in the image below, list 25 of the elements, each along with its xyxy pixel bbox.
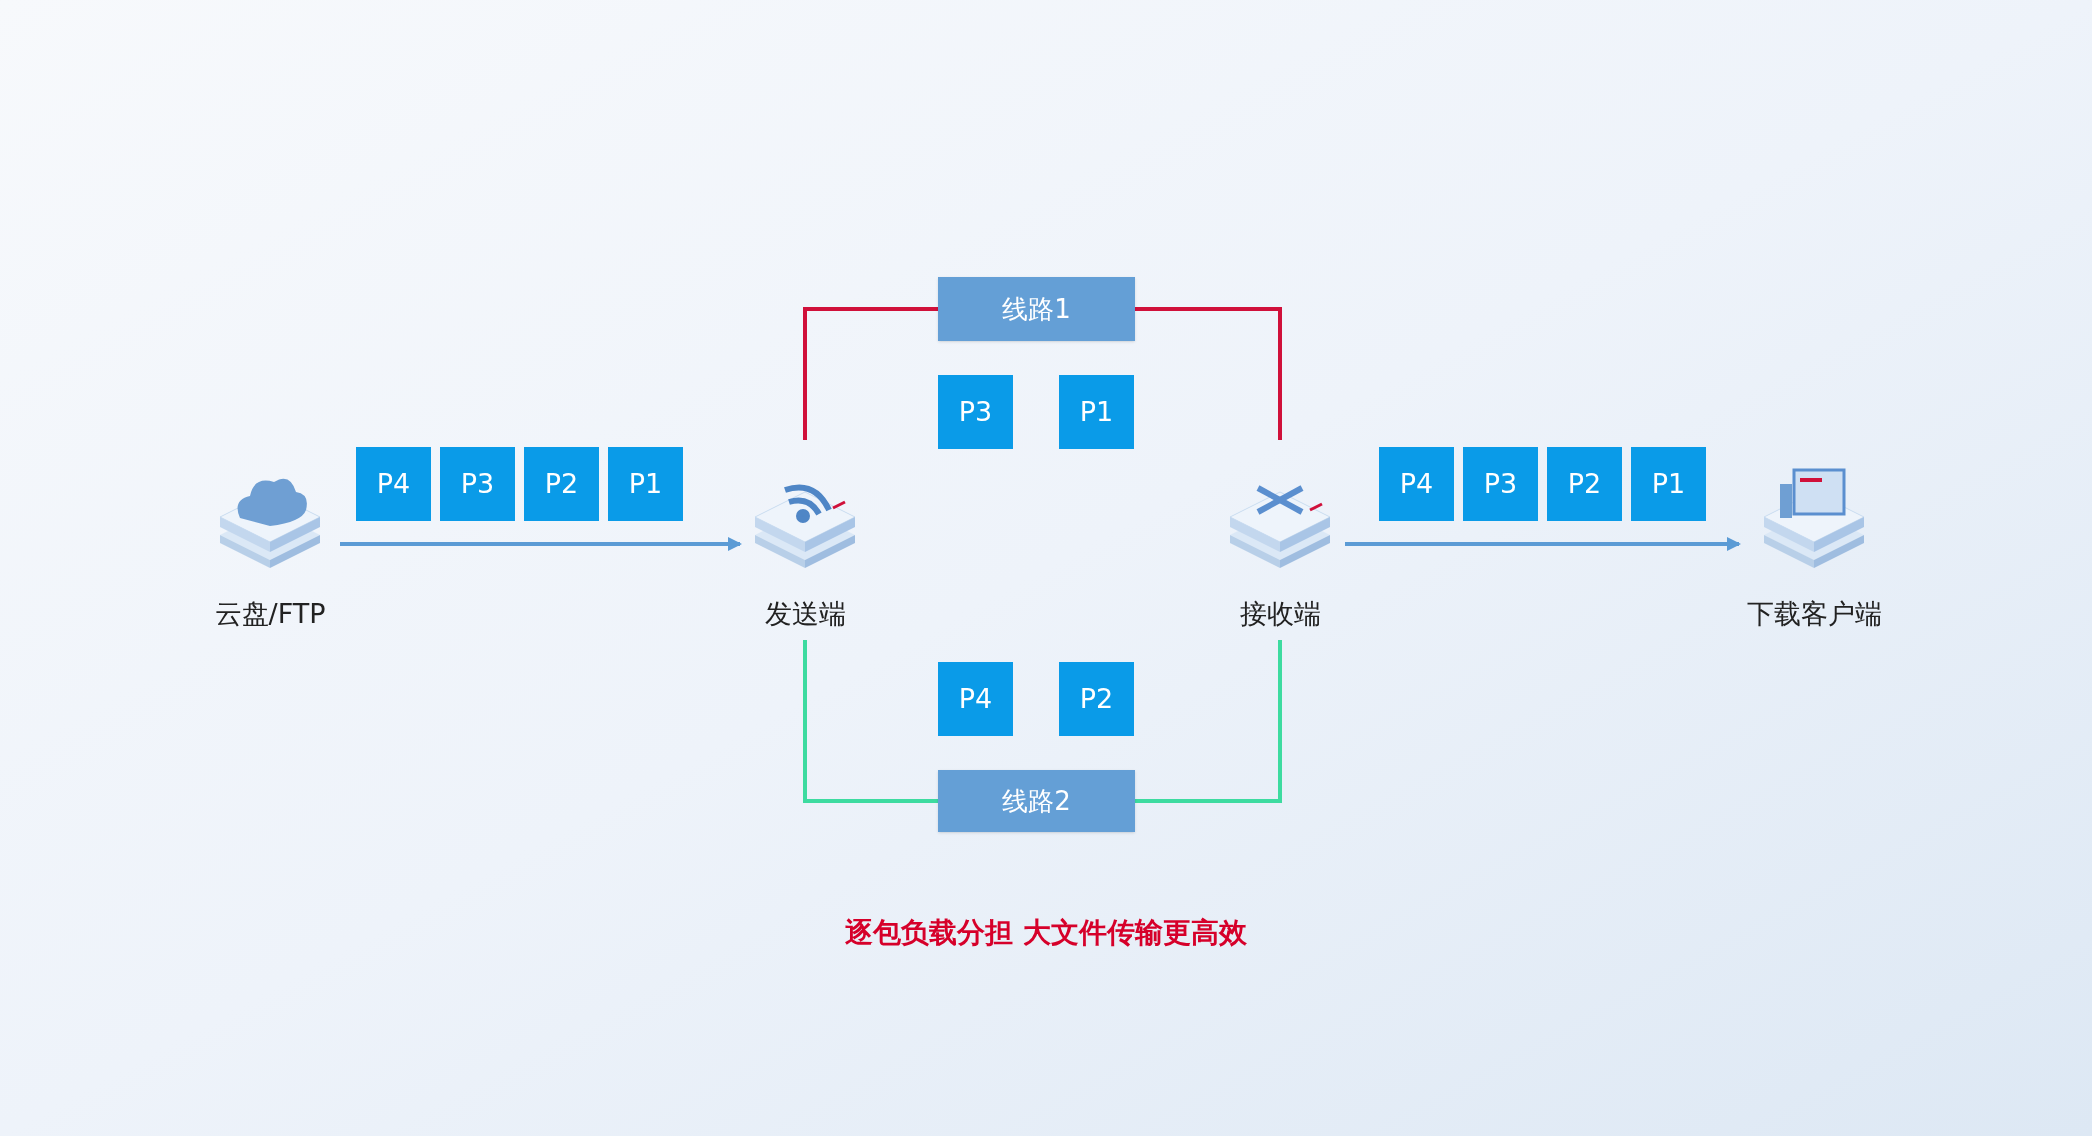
node-label: 云盘/FTP <box>214 597 326 631</box>
packet-block: P1 <box>1059 375 1134 449</box>
connector-line <box>1135 307 1282 440</box>
packet-block: P2 <box>1059 662 1134 736</box>
packet-block: P4 <box>1379 447 1454 521</box>
packet-block: P4 <box>356 447 431 521</box>
packet-block: P1 <box>1631 447 1706 521</box>
packet-block: P1 <box>608 447 683 521</box>
packet-block: P3 <box>1463 447 1538 521</box>
connector-line <box>803 640 938 803</box>
route-label-box: 线路1 <box>938 277 1135 341</box>
node-label: 下载客户端 <box>1746 597 1882 631</box>
packet-block: P3 <box>938 375 1013 449</box>
packet-block: P3 <box>440 447 515 521</box>
node-label: 接收端 <box>1239 597 1321 631</box>
connector-line <box>803 307 938 440</box>
packet-block: P2 <box>1547 447 1622 521</box>
packet-block: P4 <box>938 662 1013 736</box>
connector-line <box>1135 640 1282 803</box>
arrow <box>1345 537 1741 551</box>
arrow <box>340 537 742 551</box>
caption: 逐包负载分担 大文件传输更高效 <box>845 915 1247 951</box>
route-label-box: 线路2 <box>938 770 1135 832</box>
packet-block: P2 <box>524 447 599 521</box>
node-label: 发送端 <box>764 597 846 631</box>
